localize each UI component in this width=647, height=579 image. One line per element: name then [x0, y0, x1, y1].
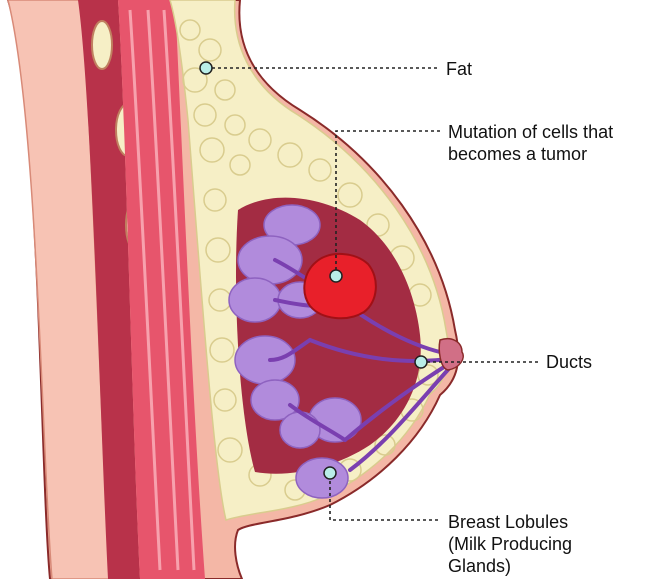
ducts-label: Ducts [546, 351, 592, 373]
rib-1 [92, 21, 112, 69]
tumor-marker [330, 270, 342, 282]
tumor [304, 254, 376, 318]
lobules-label: Breast Lobules (Milk Producing Glands) [448, 511, 572, 577]
lobules-marker [324, 467, 336, 479]
ducts-label-text: Ducts [546, 351, 592, 373]
fat-label-text: Fat [446, 58, 472, 80]
lobules-label-line2: (Milk Producing [448, 533, 572, 555]
fat-marker [200, 62, 212, 74]
tumor-label-line1: Mutation of cells that [448, 121, 613, 143]
lobules-label-line3: Glands) [448, 555, 572, 577]
ducts-marker [415, 356, 427, 368]
lobules-label-line1: Breast Lobules [448, 511, 572, 533]
nipple [439, 339, 463, 370]
tumor-label: Mutation of cells that becomes a tumor [448, 121, 613, 165]
tumor-label-line2: becomes a tumor [448, 143, 613, 165]
fat-label: Fat [446, 58, 472, 80]
